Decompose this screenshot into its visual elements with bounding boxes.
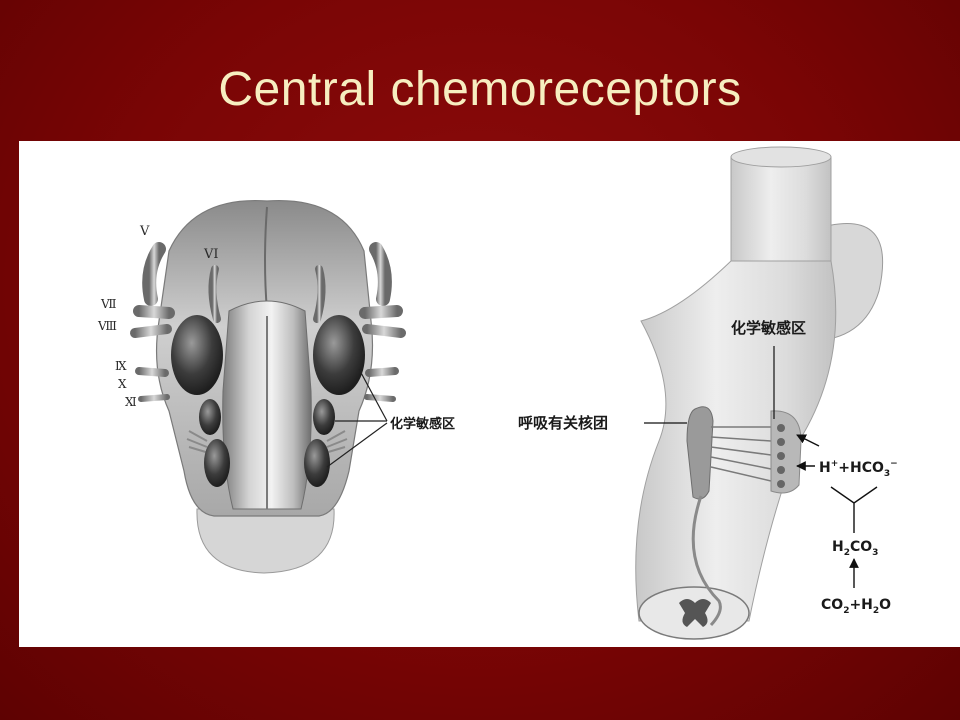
nerve-label-v: V (139, 224, 150, 239)
chemosensitive-area-caudal-right (304, 439, 330, 487)
chemosensitive-area-rostral-right (313, 315, 365, 395)
chemosensitive-patch (770, 410, 802, 494)
reaction-co2-h2o: CO2+H2O (821, 597, 891, 616)
figure-panel: V VI Ⅶ Ⅷ Ⅸ Ⅹ Ⅺ 化学敏感区 (19, 141, 960, 647)
chemosensitive-area-intermediate-right (313, 399, 335, 435)
chemoreceptor-diagram: V VI Ⅶ Ⅷ Ⅸ Ⅹ Ⅺ 化学敏感区 (97, 146, 898, 640)
nerve-label-viii: Ⅷ (97, 319, 117, 333)
medulla-lateral (635, 260, 837, 622)
chemosensitive-area-caudal-left (204, 439, 230, 487)
chemosensitive-area-rostral-left (171, 315, 223, 395)
nerve-label-x: Ⅹ (118, 377, 127, 391)
chemosensitive-area-label-right: 化学敏感区 (731, 319, 806, 337)
nerve-label-vi: VI (203, 247, 219, 262)
chemosensitive-area-intermediate-left (199, 399, 221, 435)
ventral-brainstem-illustration (130, 199, 406, 574)
lateral-brainstem-illustration (635, 146, 884, 640)
spinal-cord-cross-section (196, 508, 335, 574)
respiratory-nuclei-label: 呼吸有关核团 (518, 414, 608, 432)
nerve-label-ix: Ⅸ (115, 359, 127, 373)
nerve-label-xi: Ⅺ (125, 395, 137, 409)
reaction-h2co3: H2CO3 (832, 539, 878, 558)
nerve-label-vii: Ⅶ (100, 297, 117, 311)
slide-title: Central chemoreceptors (218, 63, 742, 116)
reaction-h-plus-hco3: H++HCO3− (819, 459, 898, 479)
chemosensitive-area-label-left: 化学敏感区 (390, 416, 455, 432)
respiratory-nuclei-column (686, 406, 714, 500)
